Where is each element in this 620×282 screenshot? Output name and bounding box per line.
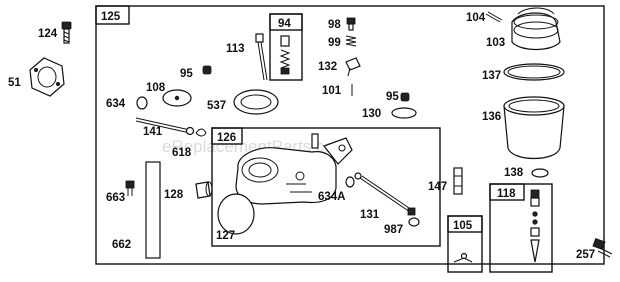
label-634a: 634A — [318, 191, 346, 203]
label-118: 118 — [497, 188, 516, 200]
label-104: 104 — [466, 12, 486, 24]
seal-634 — [136, 96, 148, 110]
screw-95-right — [400, 92, 410, 102]
bowl-136 — [503, 96, 565, 159]
label-128: 128 — [164, 189, 184, 201]
label-105: 105 — [453, 220, 473, 232]
carburetor-body — [235, 133, 353, 205]
label-95-left: 95 — [180, 68, 193, 80]
label-51: 51 — [8, 77, 21, 89]
label-136: 136 — [482, 111, 501, 123]
label-618: 618 — [172, 147, 192, 159]
gasket-51 — [29, 57, 65, 97]
adapter-103 — [511, 7, 561, 51]
bushing-128 — [195, 181, 213, 199]
needle-105 — [453, 252, 473, 263]
gasket-127 — [217, 193, 255, 235]
screw-257 — [592, 238, 613, 258]
label-147: 147 — [428, 181, 447, 193]
label-987: 987 — [384, 224, 403, 236]
screw-113 — [255, 33, 268, 81]
clip-618 — [195, 128, 207, 137]
oring-137 — [503, 63, 565, 81]
label-124: 124 — [38, 28, 58, 40]
screw-98 — [346, 17, 356, 31]
strip-662 — [145, 161, 161, 259]
screw-95-left — [202, 65, 212, 75]
spring-99 — [345, 35, 357, 47]
label-137: 137 — [482, 70, 501, 82]
label-126: 126 — [217, 132, 236, 144]
label-663: 663 — [106, 192, 125, 204]
label-141: 141 — [143, 126, 163, 138]
screw-124 — [61, 21, 72, 44]
label-108: 108 — [146, 82, 166, 94]
label-99: 99 — [328, 37, 341, 49]
label-634: 634 — [106, 98, 126, 110]
cap-987 — [408, 217, 420, 227]
label-95-right: 95 — [386, 91, 399, 103]
label-662: 662 — [112, 239, 131, 251]
valve-118 — [530, 189, 540, 263]
label-98: 98 — [328, 19, 341, 31]
label-94: 94 — [278, 18, 291, 30]
label-130: 130 — [362, 108, 381, 120]
gasket-537 — [233, 89, 279, 115]
fitting-147 — [453, 167, 463, 195]
label-131: 131 — [360, 209, 380, 221]
label-127: 127 — [216, 230, 235, 242]
screw-131 — [354, 172, 416, 216]
washer-138 — [531, 168, 549, 178]
spring-94 — [279, 35, 291, 75]
label-125: 125 — [101, 11, 121, 23]
label-537: 537 — [207, 100, 226, 112]
screw-663 — [125, 180, 135, 196]
label-103: 103 — [486, 37, 505, 49]
label-132: 132 — [318, 61, 337, 73]
label-257: 257 — [576, 249, 595, 261]
label-138: 138 — [504, 167, 524, 179]
label-113: 113 — [226, 43, 245, 55]
box-125 — [95, 5, 605, 265]
washer-130 — [391, 107, 417, 119]
plate-108 — [162, 89, 192, 107]
clip-132 — [345, 57, 361, 77]
seal-634a — [345, 176, 355, 188]
label-101: 101 — [322, 85, 342, 97]
clip-104 — [485, 11, 503, 23]
shaft-141 — [135, 117, 195, 136]
